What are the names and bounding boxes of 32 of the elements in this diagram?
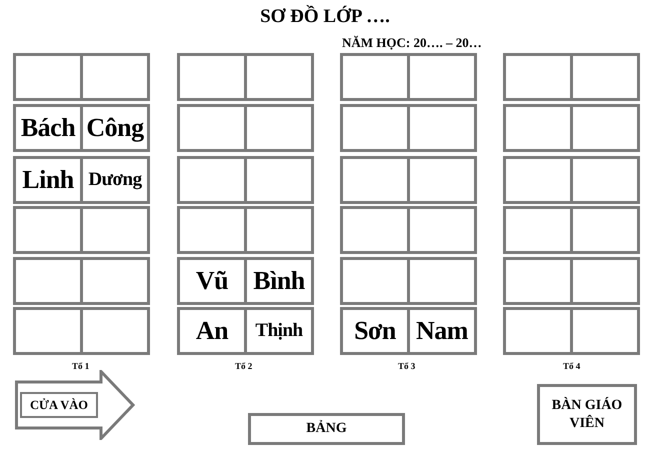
seat-box [407, 307, 477, 355]
seat-box [80, 156, 150, 204]
board [248, 413, 405, 445]
seat-box [13, 104, 83, 152]
seat-box [244, 307, 314, 355]
student-name: Bách [20, 113, 76, 143]
group-label: Tổ 4 [563, 361, 580, 371]
seat-box [80, 104, 150, 152]
student-name: Vũ [196, 266, 228, 296]
school-year-label: NĂM HỌC: 20…. – 20… [342, 35, 482, 51]
seat-box [177, 257, 247, 305]
board-label: BẢNG [306, 420, 347, 438]
student-name: Công [86, 113, 144, 143]
group-label: Tổ 3 [398, 361, 416, 371]
student-name: Sơn [354, 316, 396, 346]
seat-box [177, 307, 247, 355]
seat-box [13, 156, 83, 204]
student-name: Linh [22, 165, 74, 195]
entrance-label: CỬA VÀO [20, 392, 98, 418]
student-name: Nam [416, 316, 468, 346]
group-label: Tổ 2 [235, 361, 252, 371]
seat-box [244, 257, 314, 305]
teacher-desk [537, 384, 637, 445]
student-name: Bình [253, 266, 305, 296]
seat-box [340, 307, 410, 355]
student-name: Thịnh [255, 320, 303, 342]
group-label: Tổ 1 [72, 361, 90, 371]
title: SƠ ĐỒ LỚP …. [259, 6, 391, 28]
student-name: An [196, 316, 228, 346]
student-name: Dương [88, 169, 142, 191]
entrance-arrow [15, 370, 135, 440]
teacher-desk-label: BÀN GIÁO VIÊN [550, 397, 624, 432]
